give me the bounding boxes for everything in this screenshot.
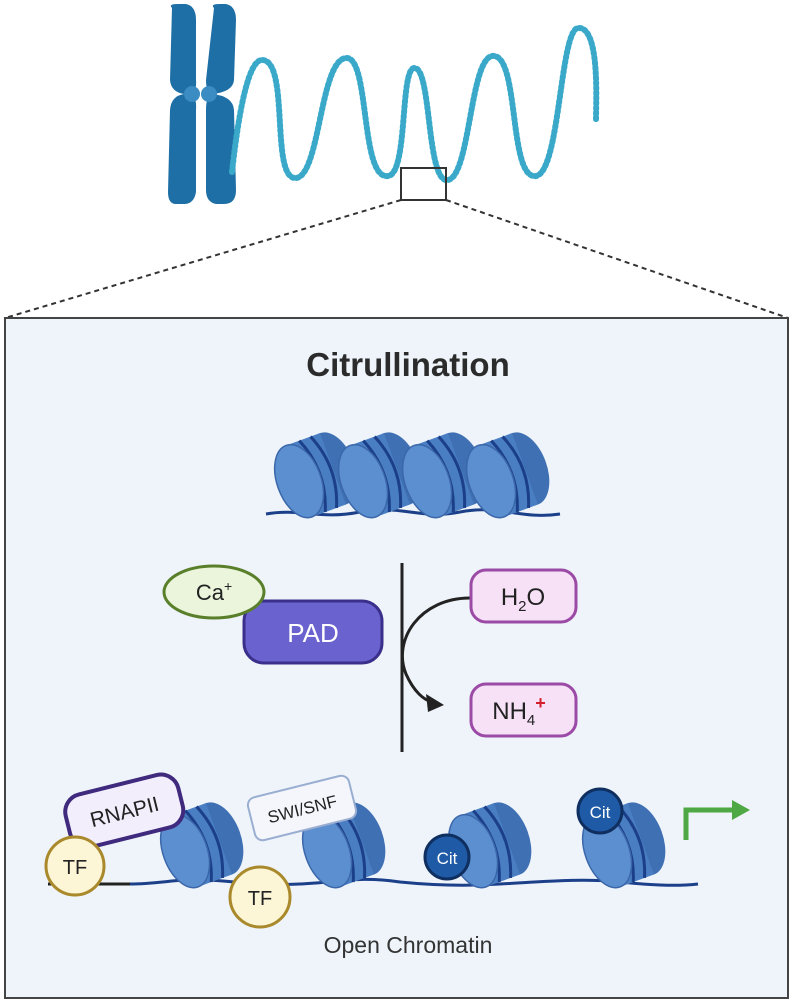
cit-badge-high: Cit <box>576 787 624 835</box>
water-o: O <box>527 584 546 611</box>
reaction-arrow-icon <box>400 596 471 704</box>
tf-left-label: TF <box>63 857 87 879</box>
ammonium-charge: + <box>535 693 546 713</box>
water-h: H <box>501 584 518 611</box>
swisnf-complex: SWI/SNF <box>246 774 358 842</box>
calcium-label: Ca <box>196 580 225 605</box>
rnapii-complex: RNAPII <box>63 772 186 850</box>
calcium-charge: + <box>224 578 232 594</box>
calcium-ion: Ca+ <box>162 564 266 620</box>
zoom-box <box>400 167 447 201</box>
transcription-start-arrow-icon <box>683 800 750 840</box>
chromatin-caption: Open Chromatin <box>324 932 493 958</box>
svg-text:H2O: H2O <box>501 584 545 615</box>
ammonium-nh: NH <box>492 698 527 725</box>
open-chromatin: RNAPII SWI/SNF TF TF Cit Cit <box>44 772 750 929</box>
pad-enzyme: PAD <box>242 599 384 665</box>
svg-text:Ca+: Ca+ <box>196 578 232 605</box>
citrullination-panel <box>4 317 789 999</box>
ammonium-product: NH4+ <box>469 682 578 738</box>
cit-high-label: Cit <box>590 803 611 822</box>
panel-title: Citrullination <box>306 346 509 383</box>
tf-bottom-label: TF <box>248 888 272 910</box>
svg-text:NH4+: NH4+ <box>492 693 546 729</box>
water-subscript: 2 <box>518 598 526 615</box>
tf-bottom: TF <box>228 865 292 929</box>
cit-low-label: Cit <box>437 849 458 868</box>
chromosome-icon <box>168 4 236 204</box>
pad-label: PAD <box>287 618 339 648</box>
cit-badge-low: Cit <box>423 833 471 881</box>
dna-strand-icon <box>229 25 600 183</box>
ammonium-subscript: 4 <box>527 712 535 729</box>
nucleosome-array <box>263 424 561 526</box>
tf-left: TF <box>44 835 106 897</box>
water-substrate: H2O <box>469 568 578 624</box>
